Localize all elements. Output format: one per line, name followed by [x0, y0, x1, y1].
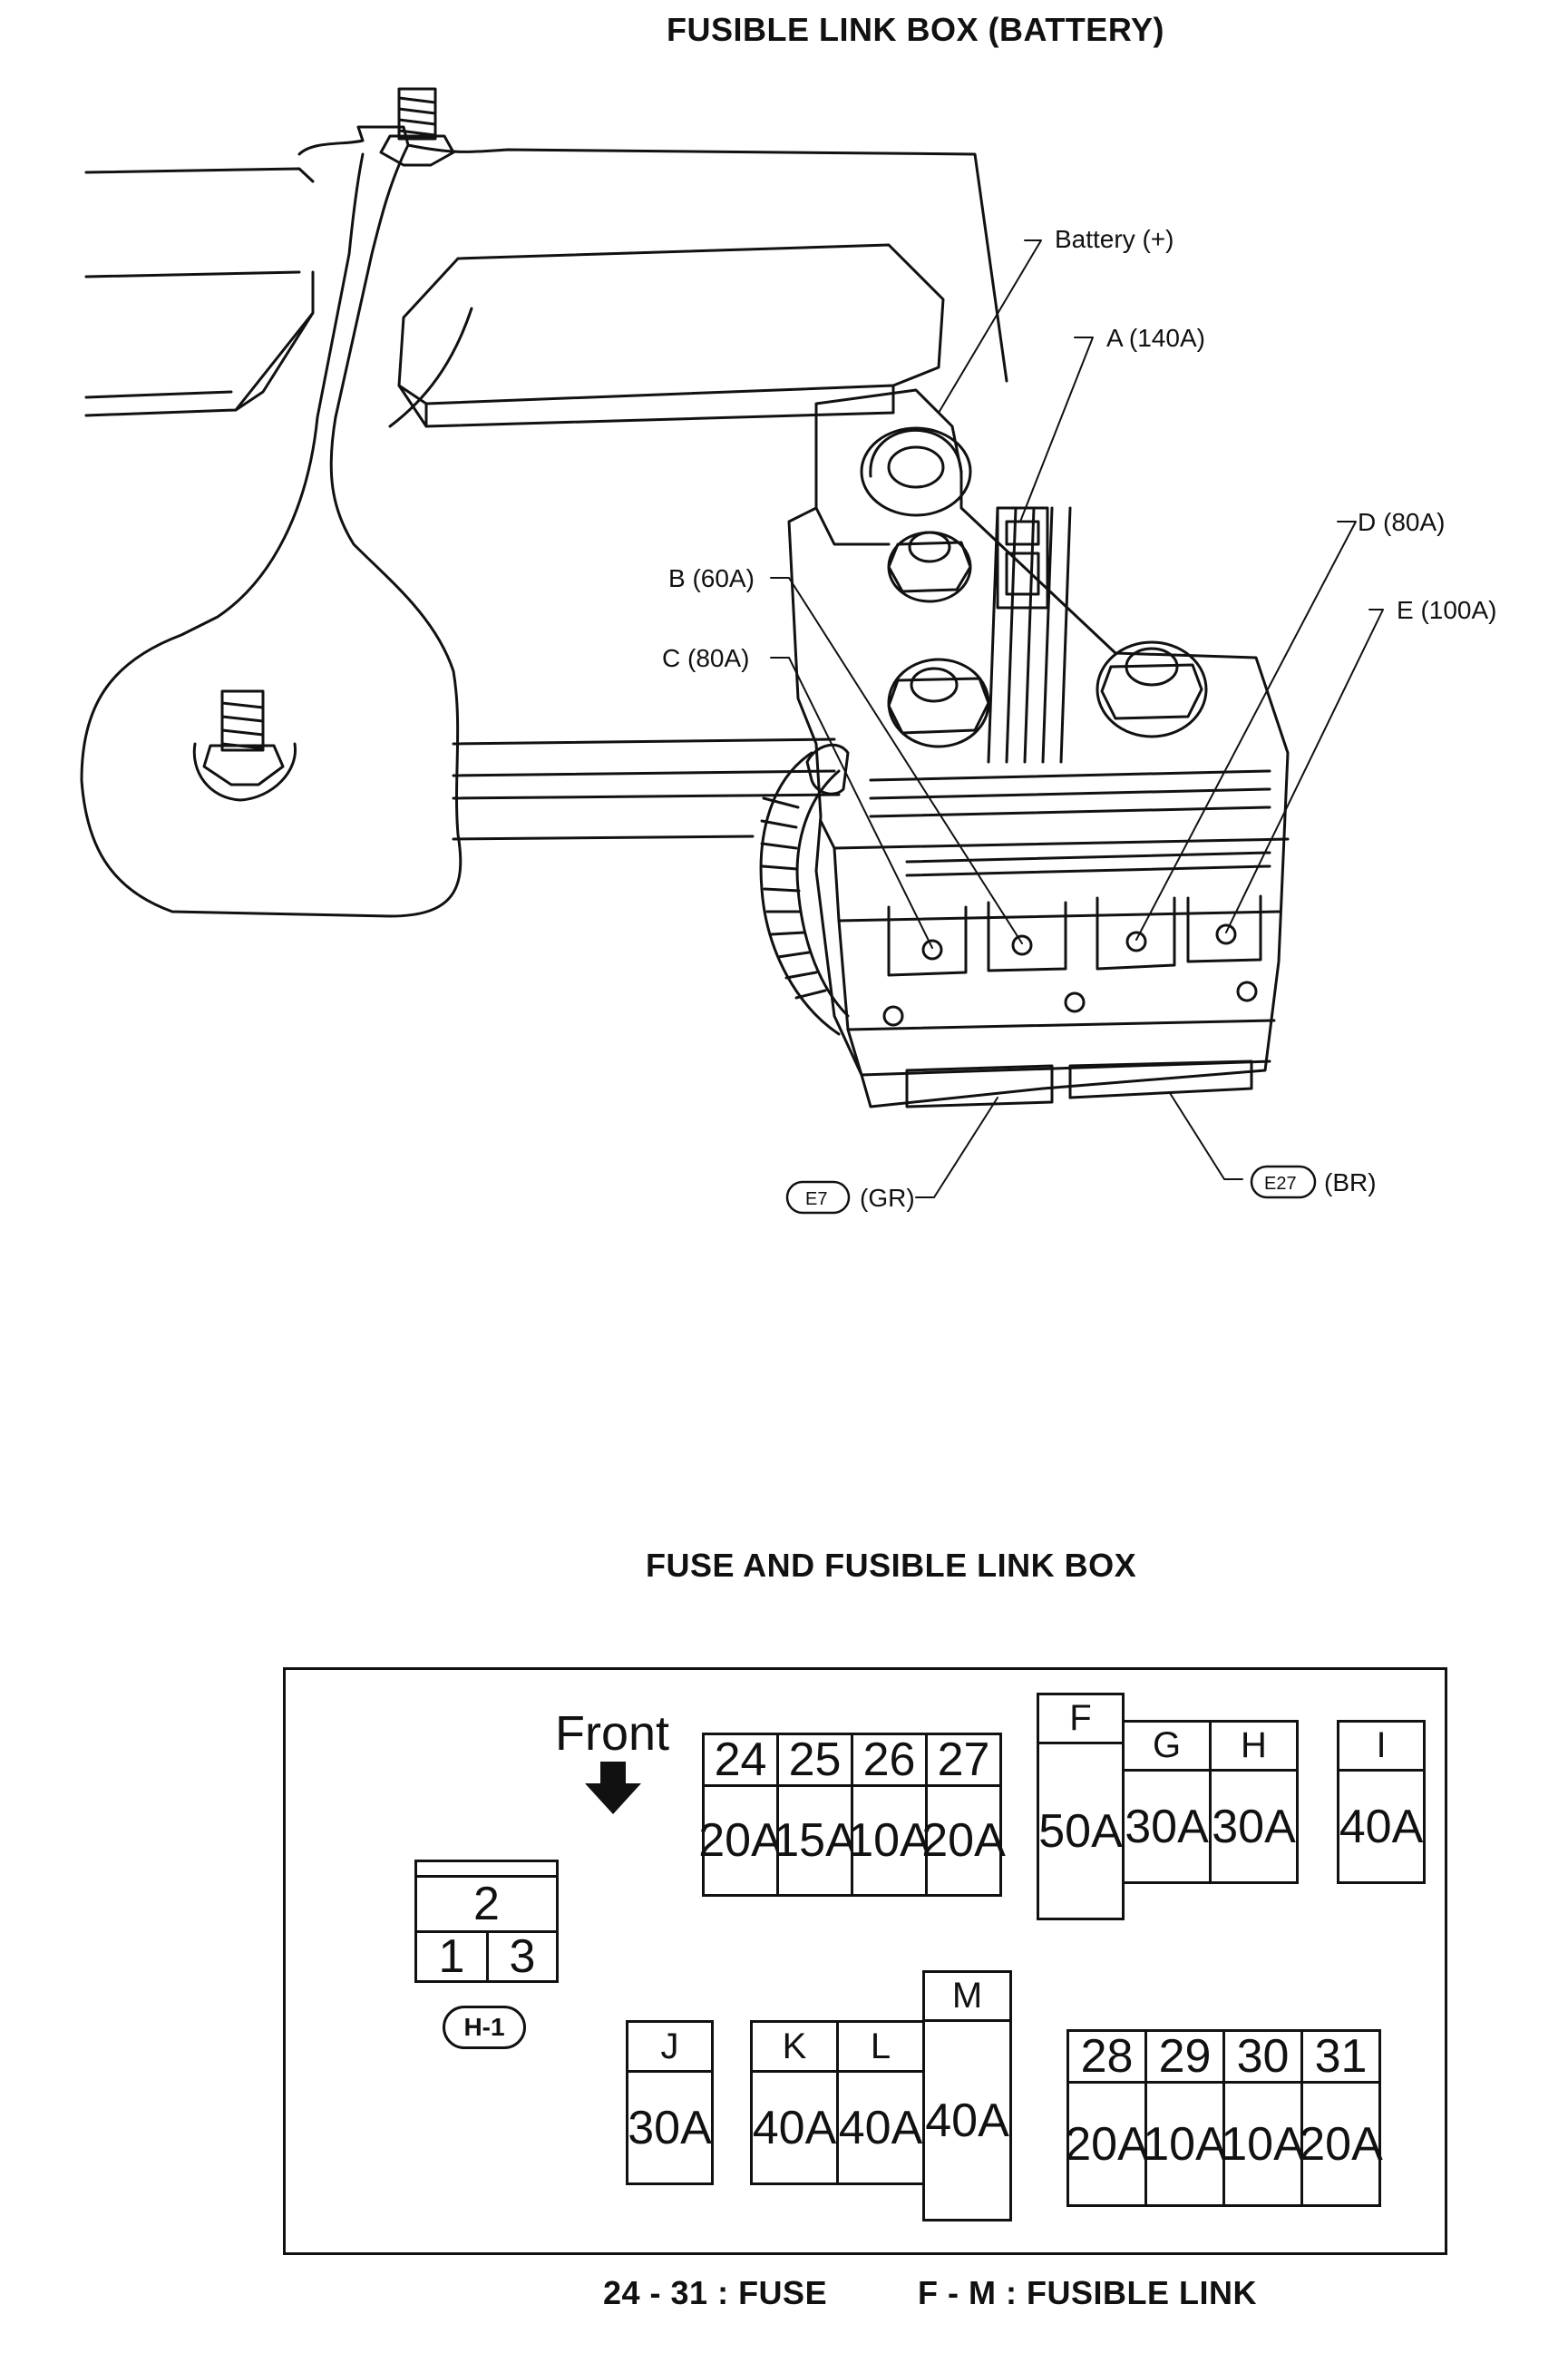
link-k-rating: 40A [750, 2070, 839, 2185]
fusible-link-box-body [787, 388, 1290, 1108]
wiring-harness [759, 743, 850, 1036]
connector-e27-color: (BR) [1324, 1168, 1377, 1196]
link-k-letter: K [750, 2020, 839, 2073]
link-g-rating: 30A [1122, 1769, 1212, 1884]
connector-e7-id: E7 [805, 1189, 827, 1209]
label-link-a: A (140A) [1106, 324, 1205, 352]
leader-lines [770, 239, 1384, 1198]
link-l-letter: L [836, 2020, 925, 2073]
link-f-letter: F [1037, 1693, 1125, 1744]
link-m-rating: 40A [922, 2019, 1012, 2221]
fuse-24-rating: 20A [698, 1784, 783, 1897]
fuse-30-rating: 10A [1221, 2081, 1305, 2207]
fuse-31-rating: 20A [1299, 2081, 1383, 2207]
fuse-29-rating: 10A [1143, 2081, 1227, 2207]
link-j-rating: 30A [626, 2070, 714, 2185]
link-i-rating: 40A [1337, 1769, 1426, 1884]
legend-fusible-link: F - M : FUSIBLE LINK [918, 2274, 1257, 2311]
lower-bolt [192, 689, 297, 802]
fuse-25-number: 25 [776, 1733, 853, 1787]
fuse-24-number: 24 [702, 1733, 779, 1787]
fuse-and-fusible-link-box-title: FUSE AND FUSIBLE LINK BOX [646, 1547, 1137, 1584]
link-j-letter: J [626, 2020, 714, 2073]
fuse-box-outline [283, 1667, 1447, 2255]
label-link-d: D (80A) [1358, 508, 1445, 536]
fuse-30-number: 30 [1222, 2029, 1303, 2084]
front-arrow-icon [585, 1762, 641, 1814]
fuse-27-number: 27 [925, 1733, 1002, 1787]
fusible-link-box-battery-illustration: Battery (+) A (140A) D (80A) E (100A) B … [80, 87, 1497, 1215]
fuse-28-rating: 20A [1065, 2081, 1149, 2207]
fuse-31-number: 31 [1300, 2029, 1381, 2084]
connector-badges [785, 1165, 1317, 1215]
connector-e27-id: E27 [1264, 1174, 1297, 1194]
connector-h1-badge: H-1 [443, 2006, 526, 2049]
label-link-e: E (100A) [1397, 596, 1497, 624]
link-l-rating: 40A [836, 2070, 925, 2185]
battery-tray [84, 167, 841, 841]
link-h-letter: H [1209, 1720, 1299, 1772]
link-g-letter: G [1122, 1720, 1212, 1772]
link-h-rating: 30A [1209, 1769, 1299, 1884]
fusible-link-box-battery-title: FUSIBLE LINK BOX (BATTERY) [667, 11, 1164, 48]
hold-down-bracket [80, 125, 1008, 918]
link-i-letter: I [1337, 1720, 1426, 1772]
fuse-25-rating: 15A [773, 1784, 857, 1897]
fuse-29-number: 29 [1144, 2029, 1225, 2084]
connector-h1-pin-1: 1 [414, 1930, 489, 1983]
connector-e7-color: (GR) [860, 1184, 915, 1212]
connector-h1-pin-3: 3 [486, 1930, 559, 1983]
link-m-letter: M [922, 1970, 1012, 2022]
fuse-26-rating: 10A [847, 1784, 931, 1897]
fuse-26-number: 26 [851, 1733, 928, 1787]
label-battery-positive: Battery (+) [1055, 225, 1174, 253]
connector-h1-pin-2: 2 [414, 1875, 559, 1933]
link-f-rating: 50A [1037, 1742, 1125, 1920]
fuse-27-rating: 20A [921, 1784, 1006, 1897]
legend-fuse: 24 - 31 : FUSE [603, 2274, 828, 2311]
upper-bolt [379, 87, 455, 167]
fuse-28-number: 28 [1066, 2029, 1147, 2084]
battery-top-plate [397, 243, 945, 428]
label-link-b: B (60A) [668, 564, 755, 592]
label-link-c: C (80A) [662, 644, 749, 672]
front-label: Front [555, 1706, 670, 1761]
